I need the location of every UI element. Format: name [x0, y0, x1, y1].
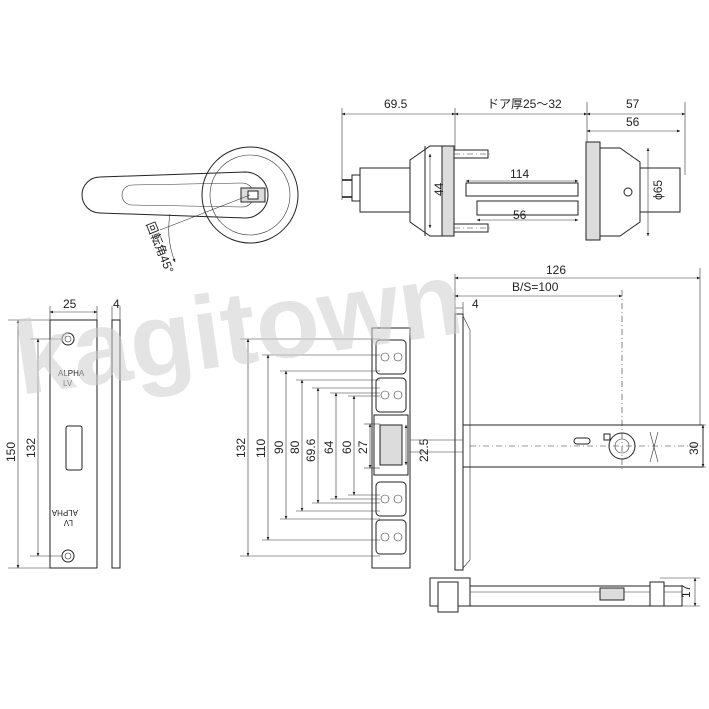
faceplate-dim-4: 4 [113, 297, 120, 311]
dim-69-5: 69.5 [384, 97, 408, 111]
faceplate-brand-top-sub: LV [63, 379, 73, 388]
lock-dim-110: 110 [254, 439, 268, 458]
rotation-angle-label: 回転角45° [143, 220, 176, 276]
lock-dim-30: 30 [687, 441, 701, 455]
lock-bottom-view: 17 [429, 577, 700, 613]
dim-56-spindle: 56 [513, 208, 527, 222]
dim-door-thickness: ドア厚25～32 [487, 97, 562, 111]
lock-dim-90: 90 [272, 440, 286, 454]
faceplate-dim-25: 25 [63, 297, 77, 311]
faceplate-brand-bottom: ALPHA [51, 508, 78, 517]
dim-56-top: 56 [626, 115, 640, 129]
faceplate-view: 25 4 ALPHA LV ALPHA LV 150 132 [4, 297, 121, 569]
lever-top-view: 回転角45° [81, 146, 299, 276]
lock-dim-64: 64 [322, 440, 336, 454]
lock-dim-60: 60 [340, 440, 354, 454]
lock-dim-backset: B/S=100 [512, 280, 559, 294]
faceplate-brand-bottom-sub: LV [63, 518, 73, 527]
lock-dim-22-5: 22.5 [417, 438, 431, 462]
lock-dim-27: 27 [356, 440, 370, 454]
dim-57: 57 [626, 97, 640, 111]
lock-dim-132: 132 [234, 438, 248, 458]
lock-dim-80: 80 [288, 440, 302, 454]
lock-dim-69-6: 69.6 [304, 438, 318, 462]
lever-side-view: 69.5 ドア厚25～32 57 56 44 114 56 ϕ [341, 97, 686, 241]
faceplate-dim-150: 150 [4, 442, 18, 462]
faceplate-dim-132: 132 [24, 438, 38, 458]
lock-dim-4: 4 [472, 297, 479, 311]
dim-65-diameter: ϕ65 [651, 180, 665, 200]
lock-dim-17: 17 [679, 584, 693, 598]
watermark-text: kagitown [7, 240, 469, 418]
lock-dim-126: 126 [546, 263, 566, 277]
dim-44: 44 [432, 182, 446, 196]
faceplate-brand-top: ALPHA [58, 369, 85, 378]
lock-body-view: 22.5 126 B/S=100 4 30 [234, 263, 706, 571]
vertical-dimension-ladder: 132 110 90 80 69.6 64 60 27 [234, 338, 380, 557]
dim-114: 114 [510, 167, 529, 181]
